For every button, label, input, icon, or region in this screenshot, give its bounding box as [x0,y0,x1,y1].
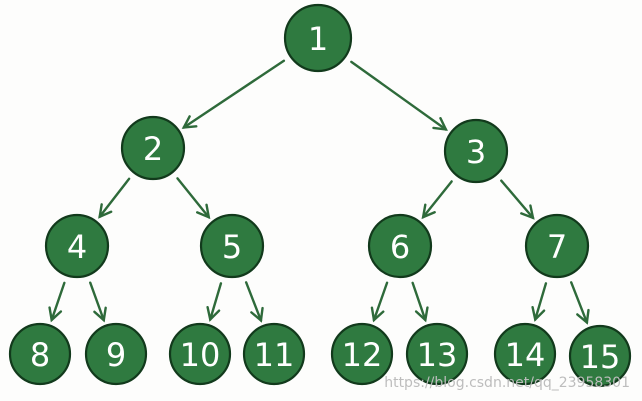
arrow-head-icon [520,204,535,220]
tree-node-9: 9 [84,322,148,386]
node-label: 13 [417,336,458,374]
edge-line [98,177,131,218]
edge-line [411,281,427,322]
tree-node-7: 7 [524,213,590,279]
tree-node-3: 3 [443,118,509,184]
node-circle [524,213,590,279]
arrow-head-icon [421,203,436,220]
arrow-head-icon [181,115,198,129]
edge-6-to-13 [411,281,429,323]
tree-node-15: 15 [568,324,632,388]
arrow-head-icon [98,203,113,219]
arrow-head-icon [48,306,63,323]
node-label: 10 [180,336,221,374]
edge-line [372,281,389,322]
node-circle [120,115,186,181]
node-label: 7 [547,228,567,266]
edge-2-to-5 [176,177,211,220]
node-circle [568,324,632,388]
arrow-head-icon [370,306,385,323]
edge-4-to-8 [48,281,66,323]
edge-line [500,179,535,220]
tree-node-8: 8 [8,322,72,386]
node-circle [367,213,433,279]
arrow-head-icon [414,306,429,323]
edge-2-to-4 [98,177,131,219]
tree-node-12: 12 [330,322,394,386]
arrow-head-icon [531,306,546,322]
tree-node-1: 1 [283,3,353,73]
node-label: 6 [390,228,410,266]
node-label: 11 [254,336,295,374]
edge-4-to-9 [89,281,107,323]
tree-node-6: 6 [367,213,433,279]
edge-1-to-3 [350,60,448,131]
edge-line [176,177,210,219]
node-circle [283,3,353,73]
edge-3-to-7 [500,179,535,220]
arrow-head-icon [576,308,590,325]
edge-line [350,60,448,131]
node-circle [199,213,265,279]
edge-line [50,281,66,322]
node-label: 2 [143,130,163,168]
node-label: 1 [308,20,328,58]
watermark-text: https://blog.csdn.net/qq_23958301 [384,375,630,391]
arrow-head-icon [196,203,211,220]
tree-node-4: 4 [44,213,110,279]
arrow-head-icon [432,116,448,131]
node-circle [44,213,110,279]
tree-node-11: 11 [242,322,306,386]
edge-line [421,180,453,219]
node-circle [84,322,148,386]
edge-line [534,282,548,321]
edge-5-to-11 [244,281,264,323]
node-label: 5 [222,228,242,266]
node-circle [242,322,306,386]
node-circle [405,322,469,386]
node-label: 9 [106,336,126,374]
edge-line [89,281,105,322]
node-label: 4 [67,228,87,266]
edge-line [182,59,286,129]
edge-line [209,282,223,321]
node-circle [168,322,232,386]
node-circle [330,322,394,386]
arrow-head-icon [93,306,107,323]
arrow-head-icon [250,306,264,323]
edge-line [569,281,589,324]
edge-6-to-12 [370,281,389,323]
edge-1-to-2 [181,59,286,129]
edge-5-to-10 [206,282,223,322]
node-circle [493,322,557,386]
arrow-head-icon [206,306,221,322]
node-label: 8 [30,336,50,374]
edge-3-to-6 [421,180,453,220]
tree-node-14: 14 [493,322,557,386]
node-label: 12 [342,336,383,374]
edge-line [244,281,263,322]
tree-node-10: 10 [168,322,232,386]
node-label: 14 [505,336,546,374]
edge-7-to-14 [531,282,548,322]
node-label: 3 [466,133,486,171]
node-label: 15 [580,338,621,376]
node-circle [443,118,509,184]
tree-node-13: 13 [405,322,469,386]
node-circle [8,322,72,386]
tree-node-5: 5 [199,213,265,279]
edge-7-to-15 [569,281,590,325]
tree-node-2: 2 [120,115,186,181]
